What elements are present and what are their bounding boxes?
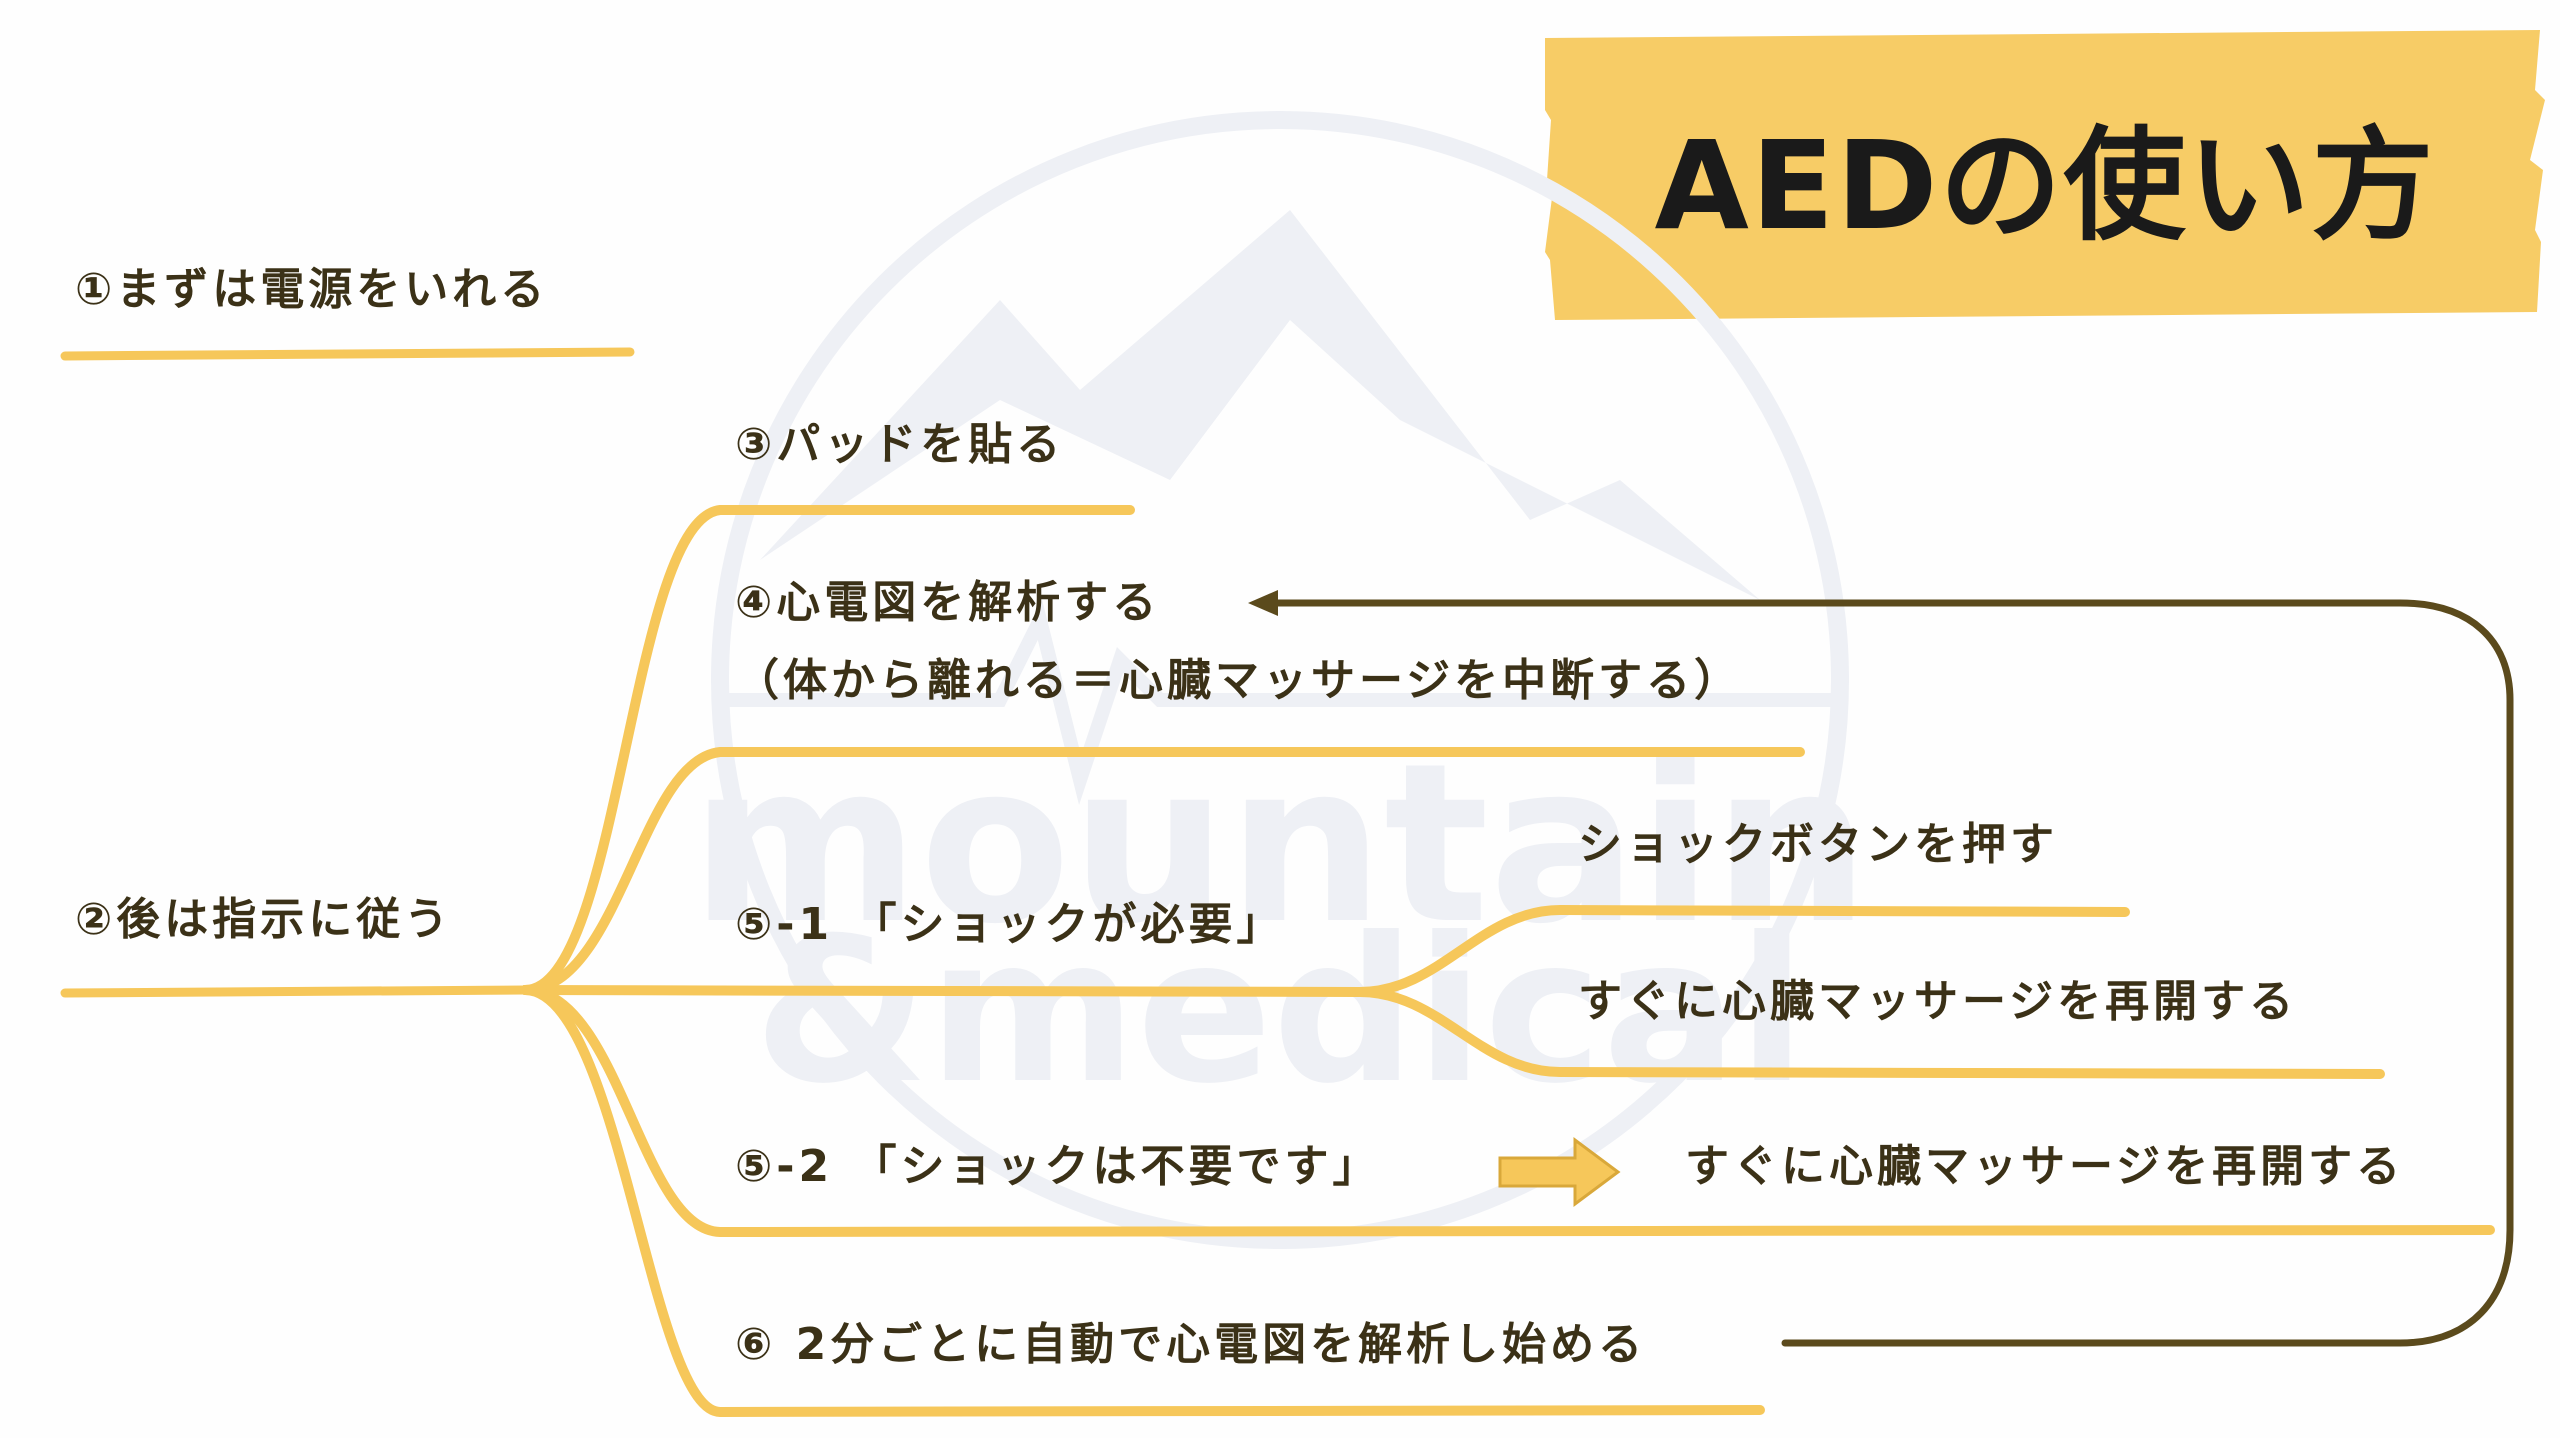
loop-back-line [1261,599,2514,1347]
branch-to-step5-1-a [1355,904,2130,997]
branch-to-step6 [520,985,1765,1418]
step5-1-label: ⑤-1 「ショックが必要」 [735,899,1285,950]
step5-2-a-label: すぐに心臓マッサージを再開する [1685,1141,2405,1192]
step5-1-a-label: ショックボタンを押す [1578,819,2058,870]
title-banner [1545,30,2545,320]
watermark-pulse-line [720,599,1840,806]
step5-1-b-label: すぐに心臓マッサージを再開する [1578,976,2298,1027]
step2-label: ②後は指示に従う [75,894,453,945]
watermark-text-medical: &medical [754,895,1806,1128]
branch-to-step5-1-b [1355,987,2385,1079]
branch-to-step5-1 [520,985,1365,997]
branch-to-step3 [520,505,1135,995]
step4-note: （体から離れる＝心臓マッサージを中断する） [735,655,1743,706]
watermark-text-mountain: mountain [690,716,1869,972]
step5-2-label: ⑤-2 「ショックは不要です」 [735,1141,1381,1192]
loop-back-arrowhead [1248,590,1278,616]
step3-label: ③パッドを貼る [735,419,1065,470]
step6-label: ⑥ 2分ごとに自動で心電図を解析し始める [735,1319,1647,1370]
branch-to-step5-2 [520,985,2495,1238]
step4-label: ④心電図を解析する [735,577,1161,628]
watermark-circle [711,111,1849,1249]
step2-underline [60,985,530,998]
page-title: AEDの使い方 [1654,114,2436,257]
watermark-mountain [760,210,1760,600]
watermark-logo: mountain &medical [690,111,1870,1249]
branch-to-step4 [520,747,1805,995]
title-banner-shape [1545,30,2545,320]
step1-label: ①まずは電源をいれる [75,264,549,315]
step1-underline [60,347,635,361]
step5-2-arrow [1498,1137,1621,1207]
